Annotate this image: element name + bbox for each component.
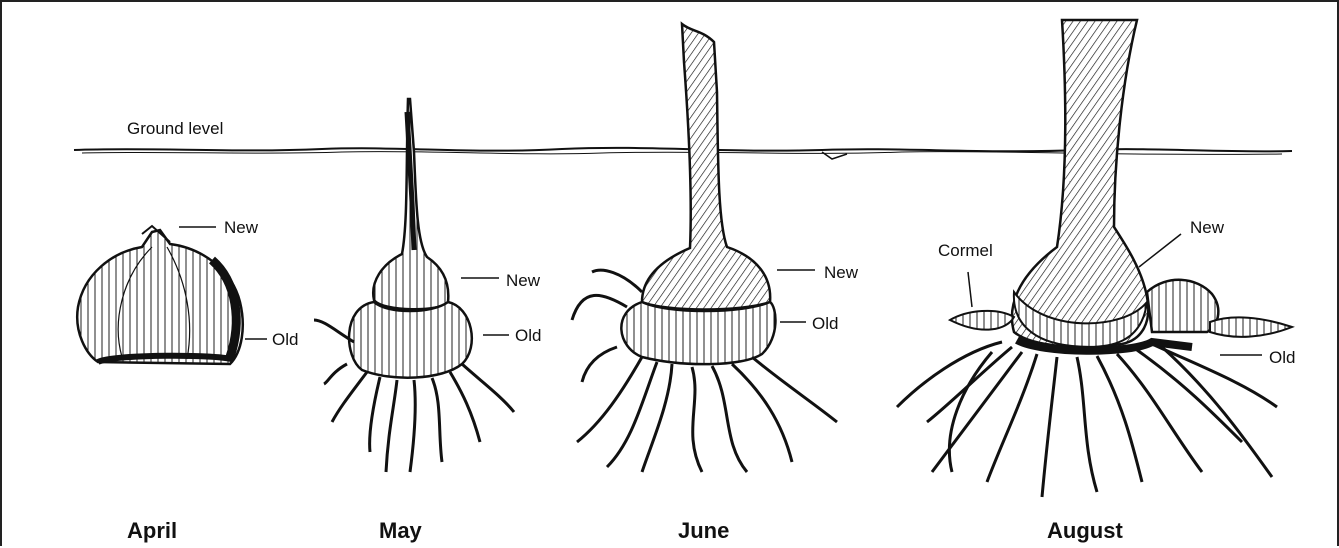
month-may: May [379, 518, 423, 543]
august-cormel-label: Cormel [938, 241, 993, 260]
june-corm [572, 24, 837, 472]
month-august: August [1047, 518, 1123, 543]
may-old-label: Old [515, 326, 541, 345]
april-old-label: Old [272, 330, 298, 349]
june-old-label: Old [812, 314, 838, 333]
month-june: June [678, 518, 729, 543]
august-old-label: Old [1269, 348, 1295, 367]
april-new-label: New [224, 218, 259, 237]
month-april: April [127, 518, 177, 543]
may-new-label: New [506, 271, 541, 290]
august-new-label: New [1190, 218, 1225, 237]
ground-level-label: Ground level [127, 119, 223, 138]
june-new-label: New [824, 263, 859, 282]
may-corm [314, 99, 514, 472]
april-corm [77, 226, 243, 364]
